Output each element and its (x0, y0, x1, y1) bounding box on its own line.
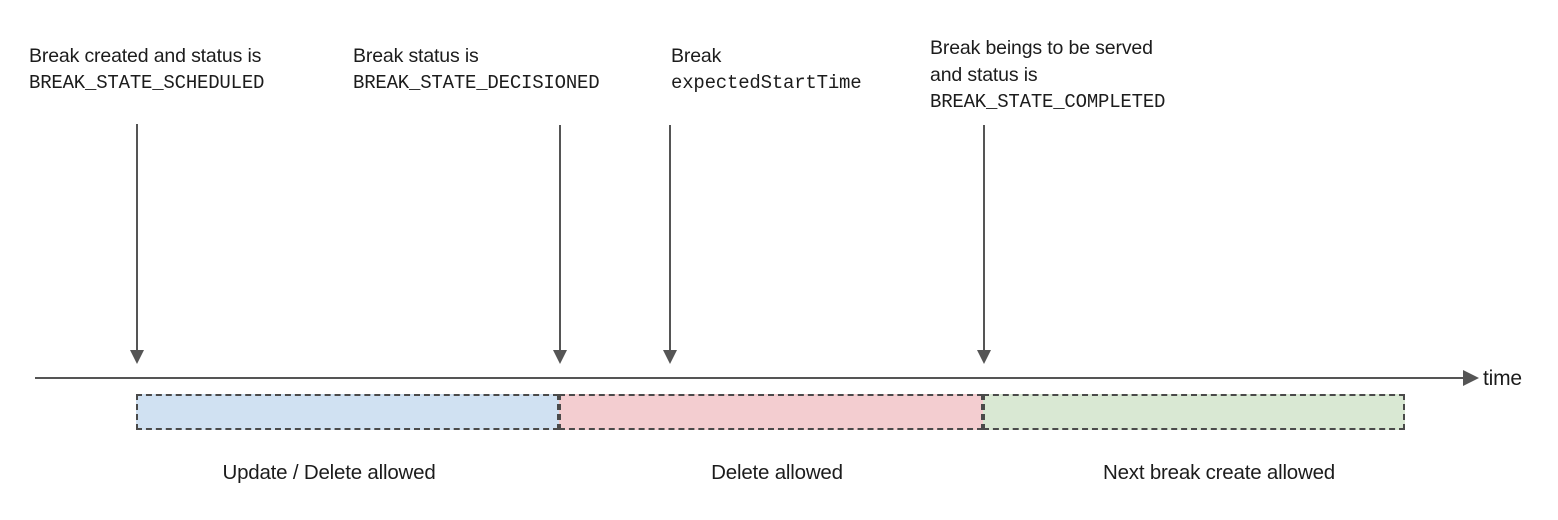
arrow-down-icon (977, 350, 991, 364)
annotation-scheduled: Break created and status is BREAK_STATE_… (29, 43, 264, 96)
annotation-expected-start-time: Break expectedStartTime (671, 43, 862, 96)
arrow-down-icon (663, 350, 677, 364)
pointer-arrow-shaft (559, 125, 561, 351)
annotation-decisioned-line-2: BREAK_STATE_DECISIONED (353, 71, 600, 94)
annotation-expected-start-time-line-1: Break (671, 45, 722, 67)
time-axis-label: time (1483, 367, 1522, 390)
arrow-right-icon (1463, 370, 1479, 386)
annotation-completed-line-2: and status is (930, 63, 1038, 86)
annotation-scheduled-line-2: BREAK_STATE_SCHEDULED (29, 71, 265, 94)
annotation-decisioned: Break status is BREAK_STATE_DECISIONED (353, 43, 600, 96)
segment-completed (983, 394, 1405, 430)
annotation-decisioned-line-1: Break status is (353, 45, 479, 67)
pointer-arrow-expected-start-time (662, 125, 678, 364)
annotation-scheduled-line-1: Break created and status is (29, 45, 262, 67)
arrow-down-icon (553, 350, 567, 364)
annotation-expected-start-time-line-2: expectedStartTime (671, 71, 862, 94)
pointer-arrow-shaft (669, 125, 671, 351)
time-axis-line (35, 377, 1465, 379)
segment-scheduled (136, 394, 559, 430)
caption-update-delete-allowed: Update / Delete allowed (222, 461, 436, 484)
pointer-arrow-shaft (136, 124, 138, 351)
pointer-arrow-decisioned (552, 125, 568, 364)
annotation-completed: Break beings to be served and status is … (930, 35, 1165, 115)
pointer-arrow-scheduled (129, 124, 145, 364)
arrow-down-icon (130, 350, 144, 364)
annotation-completed-line-1: Break beings to be served (930, 37, 1153, 59)
caption-delete-allowed: Delete allowed (711, 461, 843, 484)
pointer-arrow-shaft (983, 125, 985, 351)
annotation-completed-line-3: BREAK_STATE_COMPLETED (930, 90, 1166, 113)
caption-next-break-create-allowed: Next break create allowed (1102, 461, 1336, 484)
segment-decisioned (559, 394, 983, 430)
pointer-arrow-completed (976, 125, 992, 364)
